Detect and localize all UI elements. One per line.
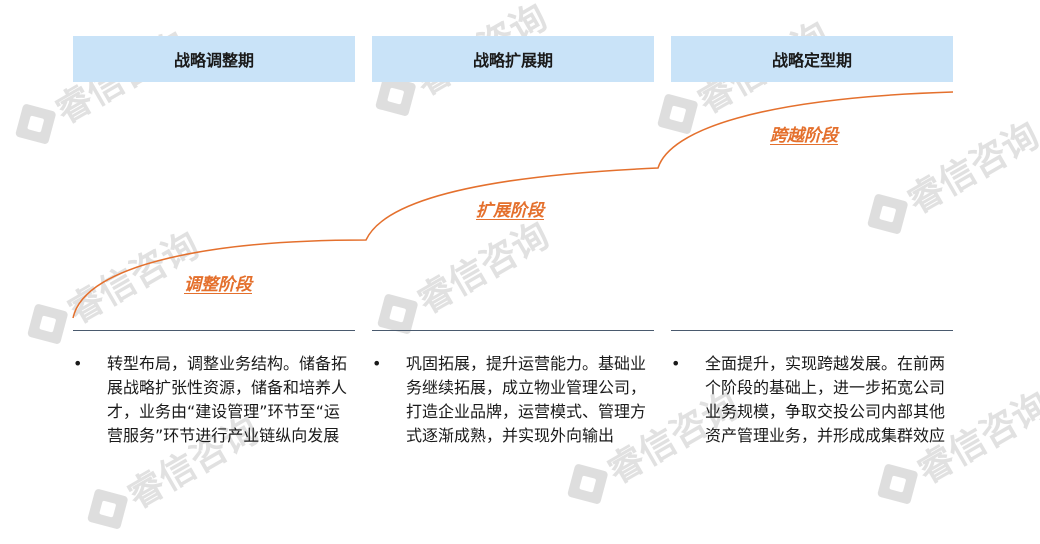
phase-description-text: 巩固拓展，提升运营能力。基础业务继续拓展，成立物业管理公司，打造企业品牌，运营模… bbox=[406, 354, 647, 445]
phase-description-finalize: • 全面提升，实现跨越发展。在前两个阶段的基础上，进一步拓宽公司业务规模，争取交… bbox=[671, 352, 953, 448]
stage-label-leap: 跨越阶段 bbox=[770, 126, 838, 146]
phase-header-expand: 战略扩展期 bbox=[372, 36, 654, 82]
phase-header-label: 战略定型期 bbox=[771, 51, 852, 70]
phase-description-text: 全面提升，实现跨越发展。在前两个阶段的基础上，进一步拓宽公司业务规模，争取交投公… bbox=[705, 354, 946, 445]
phase-description-adjust: • 转型布局，调整业务结构。储备拓展战略扩张性资源，储备和培养人才，业务由“建设… bbox=[73, 352, 355, 448]
stage-label-expand: 扩展阶段 bbox=[476, 201, 544, 221]
phase-header-adjust: 战略调整期 bbox=[73, 36, 355, 82]
bullet-icon: • bbox=[73, 354, 83, 373]
divider-finalize bbox=[671, 330, 953, 331]
phase-header-label: 战略调整期 bbox=[173, 51, 254, 70]
stage-label-adjust: 调整阶段 bbox=[184, 275, 252, 295]
bullet-icon: • bbox=[671, 354, 681, 373]
divider-adjust bbox=[73, 330, 355, 331]
phase-header-finalize: 战略定型期 bbox=[671, 36, 953, 82]
growth-curve bbox=[72, 91, 954, 319]
bullet-icon: • bbox=[372, 354, 382, 373]
growth-curve-path bbox=[72, 91, 954, 319]
divider-expand bbox=[372, 330, 654, 331]
phase-description-text: 转型布局，调整业务结构。储备拓展战略扩张性资源，储备和培养人才，业务由“建设管理… bbox=[107, 354, 348, 445]
phase-description-expand: • 巩固拓展，提升运营能力。基础业务继续拓展，成立物业管理公司，打造企业品牌，运… bbox=[372, 352, 654, 448]
phase-header-label: 战略扩展期 bbox=[472, 51, 553, 70]
